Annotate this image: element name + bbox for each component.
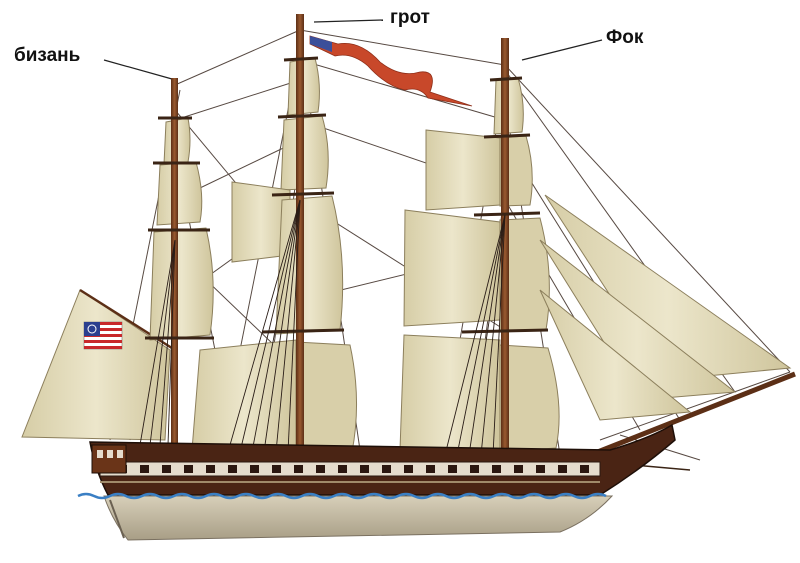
waterline xyxy=(77,492,607,500)
jib-sails xyxy=(539,194,792,421)
main-mast-label: грот xyxy=(390,7,430,28)
hull xyxy=(89,423,676,496)
hull-bottom xyxy=(103,495,614,541)
main-mast xyxy=(296,14,304,459)
leader-line-main xyxy=(313,19,384,23)
fore-mast-label: Фок xyxy=(606,27,644,48)
main-sails xyxy=(191,57,358,456)
leader-line-fore xyxy=(521,39,603,61)
fore-mast xyxy=(501,38,509,458)
shrouds xyxy=(139,199,506,456)
us-flag-icon xyxy=(83,321,123,350)
label-leader-lines xyxy=(103,19,603,80)
pennant-icon xyxy=(309,35,473,107)
leader-line-mizzen xyxy=(103,59,173,80)
fore-sails xyxy=(399,77,560,456)
spanker-sail xyxy=(21,288,176,441)
mizzen-mast-label: бизань xyxy=(14,45,81,66)
